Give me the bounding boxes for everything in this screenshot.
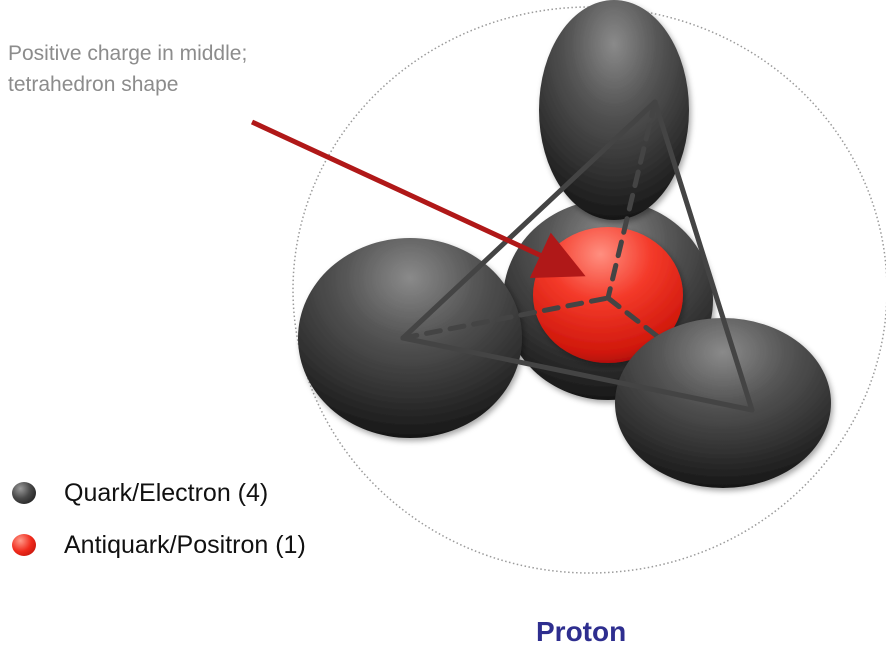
diagram-caption: Proton [536, 616, 627, 647]
red-sphere-icon [12, 534, 36, 556]
annotation-line-2: tetrahedron shape [8, 73, 179, 96]
annotation-arrow [250, 119, 586, 278]
legend-label: Antiquark/Positron (1) [64, 531, 306, 559]
legend-label: Quark/Electron (4) [64, 479, 269, 507]
annotation-line-1: Positive charge in middle; [8, 42, 248, 65]
annotation-text: Positive charge in middle; tetrahedron s… [8, 38, 247, 100]
dark-sphere-icon [12, 482, 36, 504]
top-quark-sphere [539, 0, 689, 220]
tetrahedron-outer-edges [400, 99, 755, 413]
